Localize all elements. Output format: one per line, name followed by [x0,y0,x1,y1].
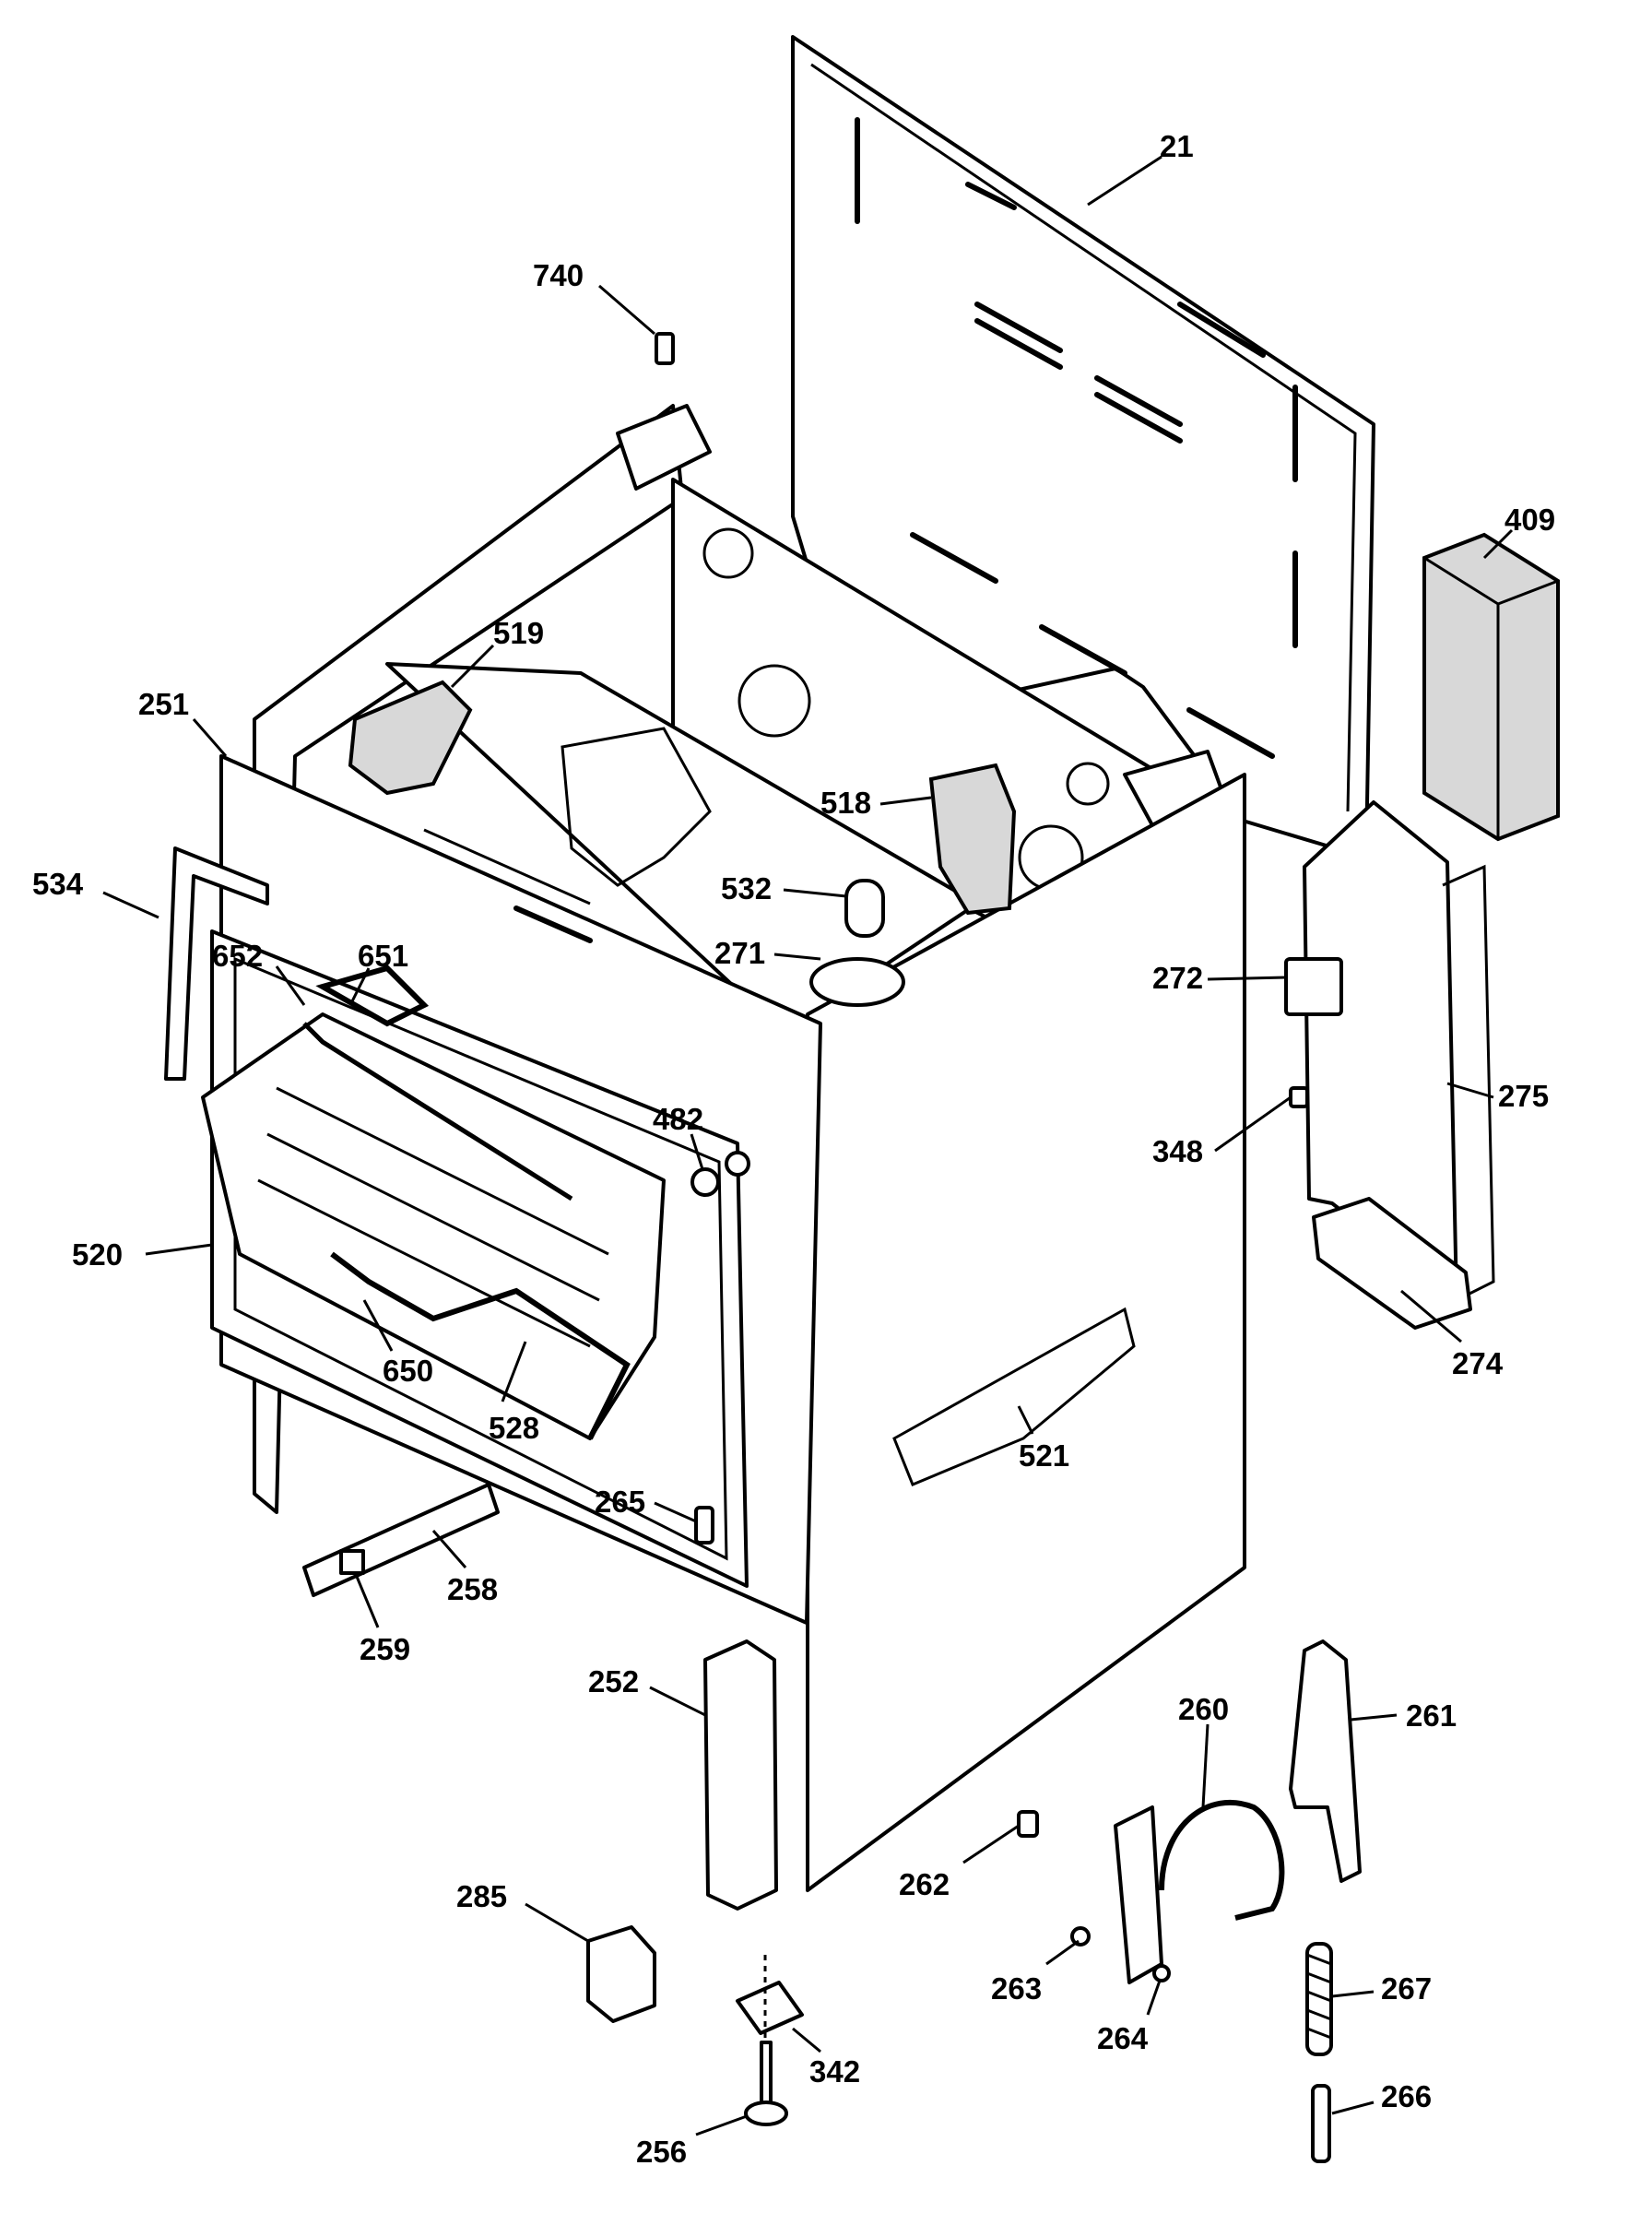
callout-259: 259 [360,1632,410,1666]
callout-260: 260 [1178,1692,1229,1726]
callout-520: 520 [72,1237,123,1272]
callout-261: 261 [1406,1698,1457,1733]
callout-labels: 21 740 409 519 251 518 534 532 652 651 2… [32,129,1555,2169]
callout-521: 521 [1019,1438,1069,1473]
part-650-bake-element [330,1251,631,1440]
part-518-insulation [928,763,1017,916]
part-519-insulation [348,680,473,796]
part-348-clip [1289,1086,1309,1108]
part-528-rack [201,1012,666,1440]
callout-272: 272 [1152,961,1203,995]
part-265-latch [694,1506,714,1544]
part-258-259-rail [302,1483,500,1597]
callout-251: 251 [138,687,189,721]
part-262-clip [1017,1810,1039,1838]
part-263-264-fasteners [1070,1926,1171,1982]
part-266-pin [1311,2084,1331,2163]
callout-342: 342 [809,2054,860,2089]
callout-348: 348 [1152,1134,1203,1168]
callout-651: 651 [358,939,408,973]
callout-528: 528 [489,1411,539,1445]
part-342-256-leveler [736,1955,804,2126]
callout-285: 285 [456,1879,507,1913]
callout-267: 267 [1381,1971,1432,2006]
part-740-clip [655,332,675,365]
callout-271: 271 [714,936,765,970]
part-272-switch [1284,957,1343,1016]
callout-263: 263 [991,1971,1042,2006]
callout-275: 275 [1498,1079,1549,1113]
callout-256: 256 [636,2135,687,2169]
callout-409: 409 [1504,503,1555,537]
callout-264: 264 [1097,2021,1149,2055]
part-285-block [586,1925,656,2023]
part-534-gasket [164,846,269,1081]
part-267-spring [1305,1942,1333,2056]
callout-518: 518 [820,786,871,820]
parts-layer [164,35,1560,2163]
callout-652: 652 [212,939,263,973]
part-409-terminal-box [1422,532,1560,842]
part-260-hinge-arm [1114,1800,1285,1984]
part-252-bracket [703,1639,778,1911]
callout-534: 534 [32,867,84,901]
callout-258: 258 [447,1572,498,1606]
part-532-271-thermostat [809,879,905,1007]
callout-740: 740 [533,258,584,292]
callout-266: 266 [1381,2079,1432,2113]
part-274-bracket [1312,1197,1472,1330]
callout-252: 252 [588,1664,639,1698]
callout-265: 265 [595,1485,645,1519]
part-261-hinge [1289,1639,1362,1883]
callout-519: 519 [493,616,544,650]
callout-650: 650 [383,1354,433,1388]
leader-lines [102,155,1514,2136]
callout-532: 532 [721,871,772,905]
callout-274: 274 [1452,1346,1504,1380]
callout-21: 21 [1160,129,1194,163]
callout-482: 482 [653,1102,703,1136]
callout-262: 262 [899,1867,950,1901]
part-482-plug [690,1151,750,1197]
